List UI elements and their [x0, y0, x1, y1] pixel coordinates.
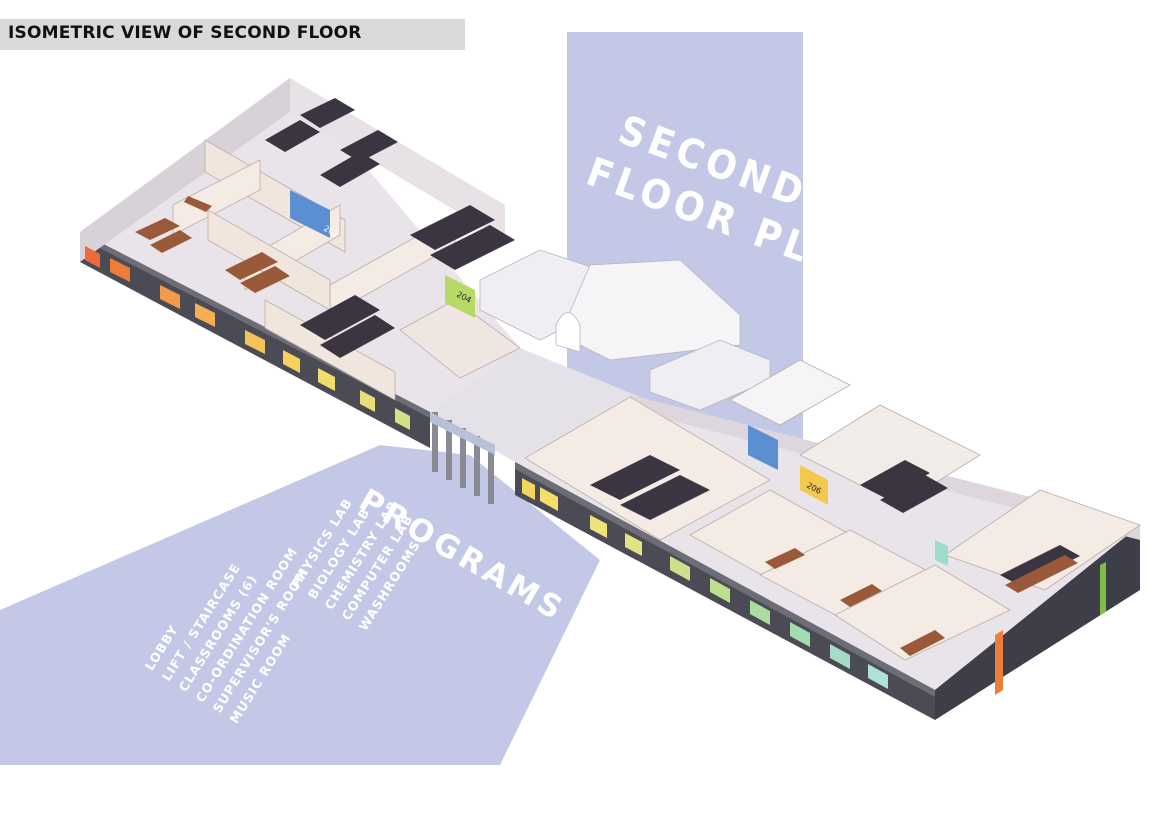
partition: [729, 359, 851, 426]
door-panel-206: [800, 465, 828, 505]
door-panel-204: [445, 275, 475, 318]
title-bar: ISOMETRIC VIEW OF SECOND FLOOR: [0, 19, 465, 50]
facade-window-strips-right: [522, 478, 888, 689]
facade-window-strips: [85, 246, 410, 430]
desk-clusters-left: [265, 98, 515, 358]
door-panel-blue: [748, 425, 778, 470]
door-panel-201: [290, 190, 330, 238]
background-band-diagonal: [0, 445, 600, 765]
chairs-right: [765, 548, 1078, 656]
arch-opening: [555, 312, 581, 353]
chairs-left: [135, 196, 290, 293]
left-wing: [80, 78, 521, 448]
right-wing: [515, 359, 1141, 720]
desk-clusters-right: [590, 455, 1080, 586]
glass-entrance: [432, 412, 494, 504]
page-title: ISOMETRIC VIEW OF SECOND FLOOR: [8, 23, 362, 43]
partition: [834, 564, 1011, 661]
center-core: [430, 249, 771, 504]
